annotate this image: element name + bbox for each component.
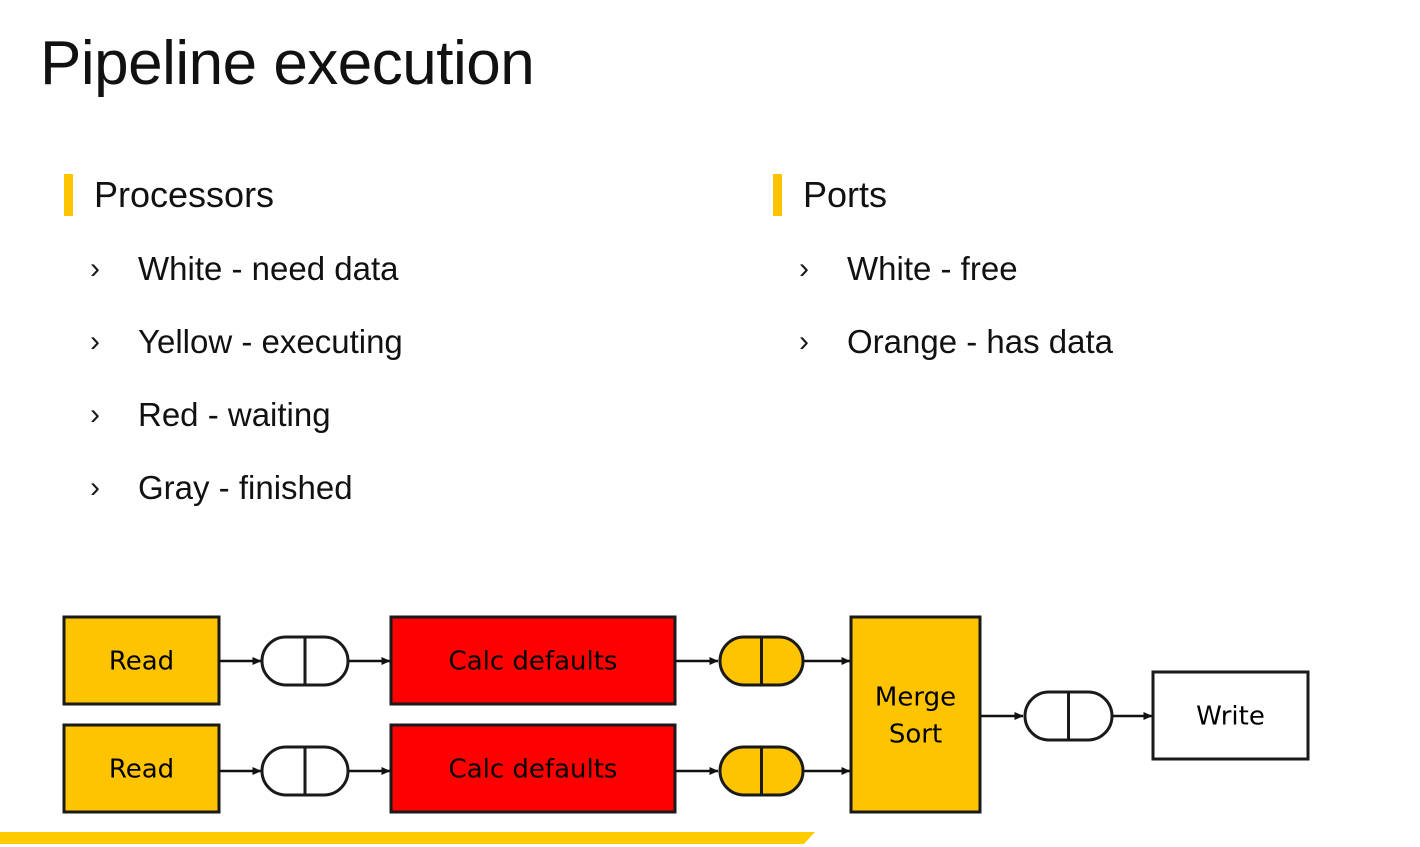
list-item-label: Orange - has data [847,323,1113,360]
port-merge-out[interactable] [1023,690,1114,742]
list-item: › White - free [773,247,1373,320]
page-title: Pipeline execution [40,29,535,98]
processor-label: Calc defaults [449,755,618,785]
list-item: › Red - waiting [64,393,724,466]
section-processors: Processors › White - need data › Yellow … [64,168,724,539]
footer-accent-bar [0,832,815,844]
section-title-processors: Processors [94,174,275,215]
processor-label: Read [109,755,174,785]
list-item-label: White - free [847,250,1018,287]
port-read1-out[interactable] [260,635,350,687]
processor-calc-defaults-2[interactable]: Calc defaults [389,723,677,814]
port-read2-out[interactable] [260,745,350,797]
list-item-label: Yellow - executing [138,323,403,360]
pipeline-diagram: Read Read Calc defaults Calc defaults [0,595,1420,830]
processor-read-1[interactable]: Read [62,615,221,706]
list-item: › Gray - finished [64,466,724,539]
accent-bar-icon [64,174,73,216]
processor-label: Read [109,647,174,677]
chevron-right-icon: › [90,325,100,358]
list-item: › Orange - has data [773,320,1373,393]
chevron-right-icon: › [799,252,809,285]
list-item-label: Gray - finished [138,469,353,506]
processor-calc-defaults-1[interactable]: Calc defaults [389,615,677,706]
processor-label-line2: Sort [889,720,942,750]
list-item-label: White - need data [138,250,399,287]
section-header-processors: Processors [64,168,724,222]
port-calc1-out[interactable] [718,635,805,687]
processor-label: Write [1196,702,1265,732]
section-title-ports: Ports [803,174,888,215]
chevron-right-icon: › [799,325,809,358]
processor-merge-sort[interactable]: Merge Sort [849,615,982,814]
diagram-connectors [219,657,1153,775]
section-header-ports: Ports [773,168,1373,222]
bullet-list-ports: › White - free › Orange - has data [773,247,1373,393]
accent-bar-icon [773,174,782,216]
chevron-right-icon: › [90,471,100,504]
list-item: › White - need data [64,247,724,320]
chevron-right-icon: › [90,398,100,431]
bullet-list-processors: › White - need data › Yellow - executing… [64,247,724,539]
list-item-label: Red - waiting [138,396,331,433]
processor-label: Calc defaults [449,647,618,677]
list-item: › Yellow - executing [64,320,724,393]
processor-write[interactable]: Write [1151,670,1310,761]
processor-read-2[interactable]: Read [62,723,221,814]
section-ports: Ports › White - free › Orange - has data [773,168,1373,393]
port-calc2-out[interactable] [718,745,805,797]
processor-label-line1: Merge [875,683,956,713]
chevron-right-icon: › [90,252,100,285]
